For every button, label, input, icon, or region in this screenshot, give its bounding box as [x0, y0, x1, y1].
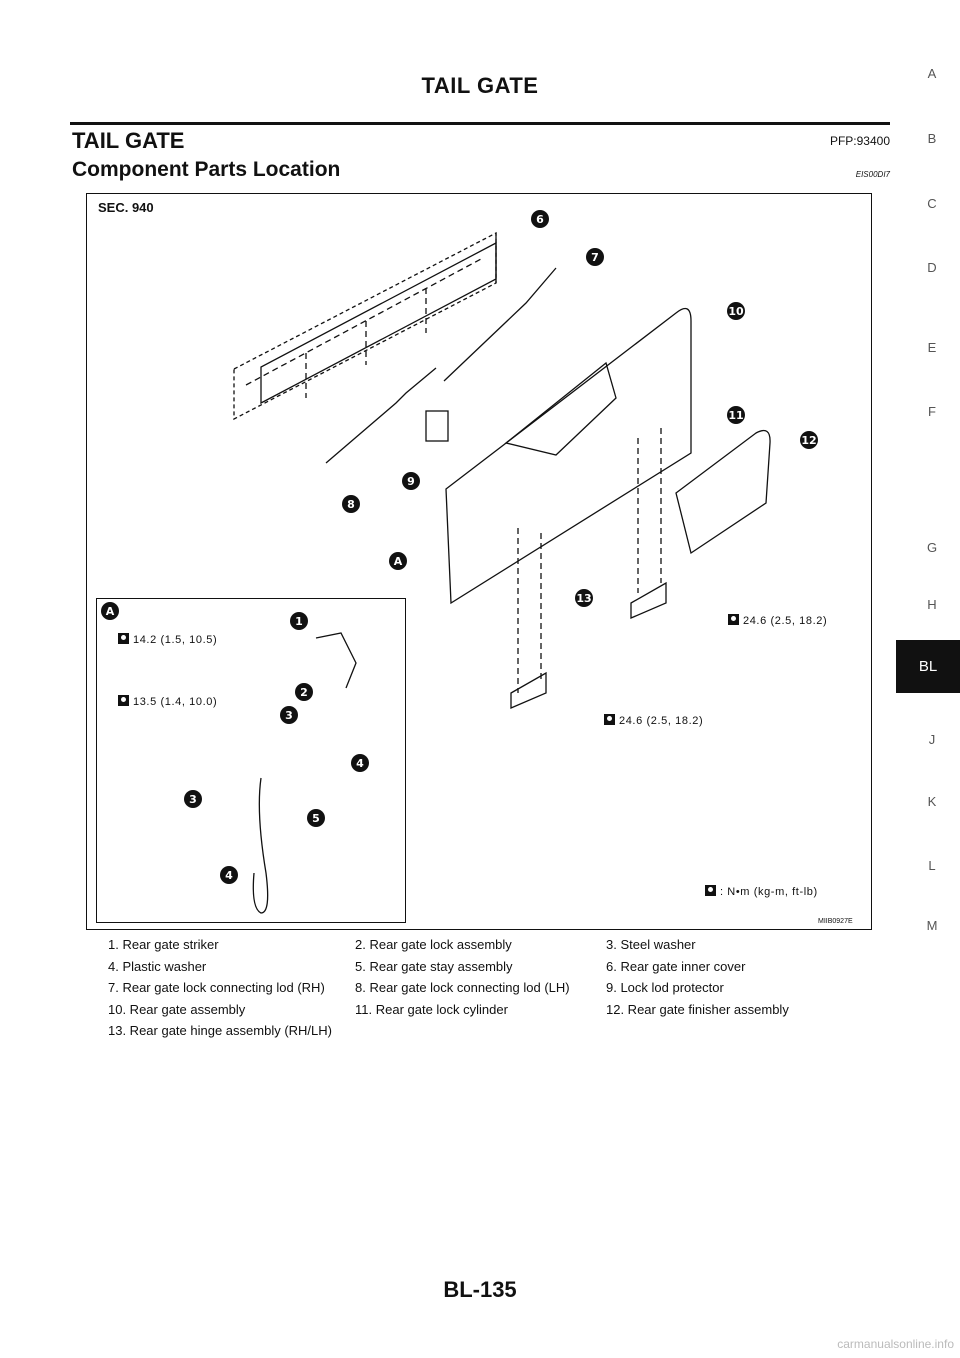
torque-spec-3: 24.6 (2.5, 18.2)	[728, 614, 827, 627]
section-title: TAIL GATE	[72, 128, 185, 153]
callout-6	[531, 210, 549, 228]
callout-4b	[220, 866, 238, 884]
torque-spec-1: 14.2 (1.5, 10.5)	[118, 633, 217, 646]
torque-wrench-icon	[118, 633, 129, 644]
legend-row: 13. Rear gate hinge assembly (RH/LH)	[108, 1020, 828, 1042]
callout-1	[290, 612, 308, 630]
legend-item: 10. Rear gate assembly	[108, 1001, 246, 1017]
side-index-m[interactable]: M	[926, 918, 938, 933]
callout-layer: 6 7 10 11 12 9 8 A 13 A 1 2 3 4 3 5 4	[101, 210, 818, 884]
side-index-f[interactable]: F	[928, 404, 936, 419]
callout-9-label: 9	[407, 475, 415, 488]
torque-wrench-icon	[728, 614, 739, 625]
legend-row: 4. Plastic washer 5. Rear gate stay asse…	[108, 956, 828, 978]
callout-8	[342, 495, 360, 513]
callout-8-label: 8	[347, 498, 355, 511]
side-index-g[interactable]: G	[926, 540, 938, 555]
callout-3b	[184, 790, 202, 808]
side-index-h[interactable]: H	[927, 597, 937, 612]
exploded-diagram	[86, 193, 872, 930]
legend-item: 1. Rear gate striker	[108, 937, 219, 953]
callout-4-label: 4	[356, 757, 364, 770]
callout-13	[575, 589, 593, 607]
torque-spec-2: 13.5 (1.4, 10.0)	[118, 695, 217, 708]
side-index-c[interactable]: C	[927, 196, 937, 211]
side-index-e[interactable]: E	[927, 340, 937, 355]
legend-row: 7. Rear gate lock connecting lod (RH) 8.…	[108, 977, 828, 999]
callout-3	[280, 706, 298, 724]
parts-legend: 1. Rear gate striker 2. Rear gate lock a…	[108, 934, 828, 1042]
legend-row: 1. Rear gate striker 2. Rear gate lock a…	[108, 934, 828, 956]
callout-detail-a	[101, 602, 119, 620]
page-number: BL-135	[443, 1277, 517, 1302]
section-code: PFP:93400	[829, 134, 890, 148]
torque-unit-text: : N•m (kg-m, ft-lb)	[720, 886, 818, 898]
side-index-b[interactable]: B	[927, 131, 937, 146]
callout-4b-label: 4	[225, 869, 233, 882]
callout-2-label: 2	[300, 686, 308, 699]
callout-7	[586, 248, 604, 266]
header-rule	[70, 122, 890, 125]
side-index-l[interactable]: L	[928, 858, 936, 873]
torque-spec-3-value: 24.6 (2.5, 18.2)	[743, 615, 828, 627]
side-index-j[interactable]: J	[928, 732, 936, 747]
legend-item: 12. Rear gate finisher assembly	[606, 1001, 789, 1017]
legend-item: 6. Rear gate inner cover	[606, 958, 746, 974]
callout-2	[295, 683, 313, 701]
subsection-code: EIS00DI7	[855, 170, 890, 179]
torque-spec-1-value: 14.2 (1.5, 10.5)	[133, 634, 218, 646]
callout-9	[402, 472, 420, 490]
legend-item: 13. Rear gate hinge assembly (RH/LH)	[108, 1023, 332, 1039]
callout-11	[727, 406, 745, 424]
callout-3b-label: 3	[189, 793, 197, 806]
detail-a-box	[96, 598, 406, 923]
side-index-a[interactable]: A	[927, 66, 937, 81]
side-index-bl[interactable]: BL	[896, 640, 960, 693]
legend-item: 5. Rear gate stay assembly	[355, 958, 513, 974]
side-index-d[interactable]: D	[927, 260, 937, 275]
subsection-title: Component Parts Location	[72, 158, 341, 181]
callout-5	[307, 809, 325, 827]
callout-1-label: 1	[295, 615, 303, 628]
callout-11-label: 11	[728, 409, 743, 422]
torque-wrench-icon	[118, 695, 129, 706]
torque-spec-4-value: 24.6 (2.5, 18.2)	[619, 715, 704, 727]
callout-12	[800, 431, 818, 449]
callout-6-label: 6	[536, 213, 544, 226]
callout-3-label: 3	[285, 709, 293, 722]
callout-7-label: 7	[591, 251, 599, 264]
callout-13-label: 13	[576, 592, 591, 605]
callout-a	[389, 552, 407, 570]
callout-5-label: 5	[312, 812, 320, 825]
callout-detail-a-label: A	[106, 605, 115, 618]
figure-sec-label: SEC. 940	[98, 200, 154, 215]
torque-wrench-icon	[604, 714, 615, 725]
callout-10-label: 10	[728, 305, 744, 318]
callout-a-label: A	[394, 555, 403, 568]
diagram-drawing	[233, 231, 771, 914]
legend-item: 2. Rear gate lock assembly	[355, 937, 512, 953]
legend-item: 8. Rear gate lock connecting lod (LH)	[355, 980, 570, 996]
legend-row: 10. Rear gate assembly 11. Rear gate loc…	[108, 999, 828, 1021]
legend-item: 3. Steel washer	[606, 937, 696, 953]
figure-code: MIIB0927E	[818, 918, 853, 925]
callout-10	[727, 302, 745, 320]
callout-4	[351, 754, 369, 772]
side-index-k[interactable]: K	[927, 794, 937, 809]
legend-item: 4. Plastic washer	[108, 958, 207, 974]
callout-12-label: 12	[801, 434, 816, 447]
legend-item: 11. Rear gate lock cylinder	[355, 1001, 508, 1017]
legend-item: 7. Rear gate lock connecting lod (RH)	[108, 980, 325, 996]
torque-wrench-icon	[705, 885, 716, 896]
torque-spec-4: 24.6 (2.5, 18.2)	[604, 714, 703, 727]
legend-item: 9. Lock lod protector	[606, 980, 724, 996]
watermark: carmanualsonline.info	[837, 1337, 954, 1351]
torque-spec-2-value: 13.5 (1.4, 10.0)	[133, 696, 218, 708]
torque-unit-legend: : N•m (kg-m, ft-lb)	[705, 885, 818, 898]
page-header-title: TAIL GATE	[421, 73, 539, 98]
